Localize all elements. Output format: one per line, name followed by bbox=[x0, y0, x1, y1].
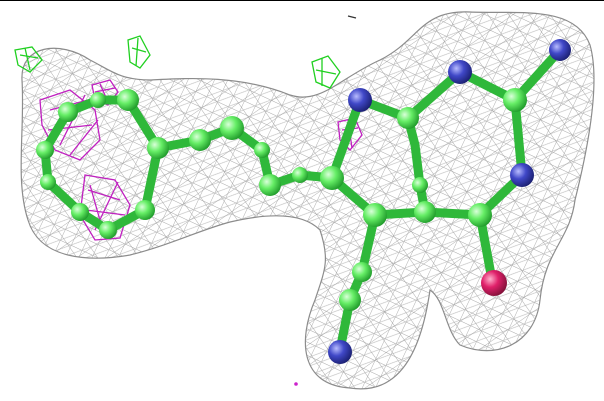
nitrogen-atoms bbox=[328, 39, 571, 364]
top-border bbox=[0, 0, 604, 1]
oxygen-atoms bbox=[481, 270, 507, 296]
carbon-atoms bbox=[36, 88, 527, 311]
positive-difference-density bbox=[14, 35, 341, 89]
stray-marks bbox=[294, 15, 357, 386]
atoms bbox=[36, 39, 571, 364]
